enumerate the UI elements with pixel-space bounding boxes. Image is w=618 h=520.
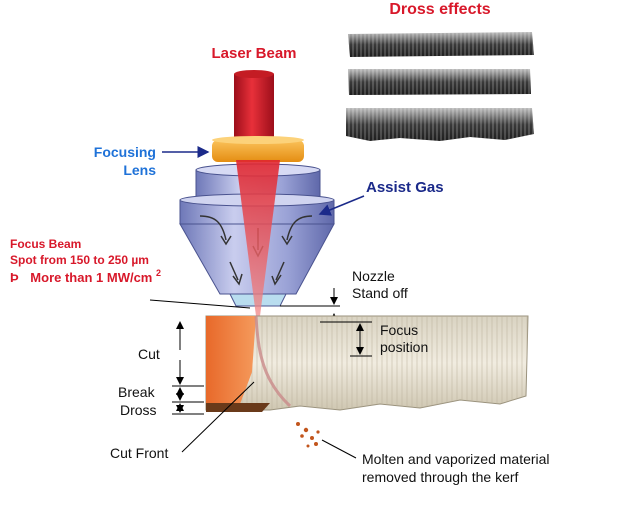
focus-position-label-line2: position (380, 339, 428, 355)
molten-label-line1: Molten and vaporized material (362, 451, 550, 467)
focus-beam-line3: Þ More than 1 MW/cm 2 (10, 268, 161, 285)
workpiece (205, 315, 529, 412)
break-label: Break (118, 384, 156, 400)
cut-front-label: Cut Front (110, 445, 168, 461)
dross-sample-1 (348, 32, 534, 57)
focus-beam-pointer (149, 299, 251, 309)
laser-beam-label: Laser Beam (211, 45, 296, 62)
dross-layer (206, 403, 270, 412)
cut-front-pointer (181, 381, 255, 453)
standoff-label: Stand off (352, 285, 408, 301)
power-density-superscript: 2 (156, 268, 161, 278)
focusing-lens-label-line2: Lens (123, 162, 156, 178)
focus-beam-line1: Focus Beam (10, 237, 81, 251)
dross-sample-3 (346, 108, 534, 141)
focus-position-dimension (320, 321, 372, 357)
molten-particles (296, 422, 320, 448)
laser-beam-top (234, 70, 274, 78)
dross-sample-2 (348, 69, 531, 95)
cut-break-dross-dimension (172, 321, 204, 415)
assist-gas-label: Assist Gas (366, 179, 444, 196)
nozzle-label: Nozzle (352, 268, 395, 284)
power-density-text: More than 1 MW/cm (30, 270, 152, 285)
focusing-lens (212, 136, 304, 162)
cut-region (206, 316, 256, 404)
molten-pointer (321, 439, 357, 459)
focus-beam-line2: Spot from 150 to 250 µm (10, 253, 149, 267)
dross-label: Dross (120, 402, 157, 418)
dross-effects-title: Dross effects (389, 1, 490, 18)
cut-label: Cut (138, 346, 160, 362)
arrow-symbol: Þ (10, 270, 19, 285)
cut-front (254, 315, 292, 408)
assist-gas-arrow (318, 195, 365, 216)
focus-position-label-line1: Focus (380, 322, 418, 338)
focused-beam-cone (236, 160, 280, 316)
molten-label-line2: removed through the kerf (362, 469, 519, 485)
focusing-lens-label-line1: Focusing (94, 144, 156, 160)
